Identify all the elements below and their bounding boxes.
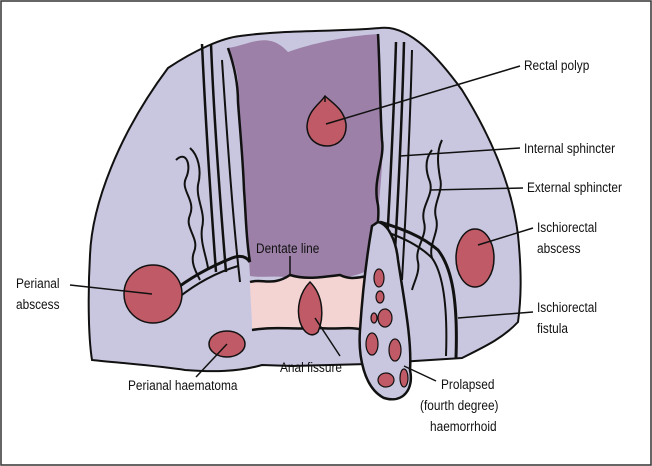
leader-perianal-haematoma (195, 343, 228, 378)
leader-ischiorectal-abscess (477, 227, 534, 246)
label-prolapsed-3: haemorrhoid (430, 418, 497, 434)
ischiorectal-fistula-track (379, 220, 458, 359)
label-prolapsed-1: Prolapsed (441, 376, 494, 392)
leader-external-sphincter (429, 187, 524, 191)
leader-perianal-abscess (69, 284, 153, 295)
leader-lines (69, 65, 534, 382)
label-ischiorectal-fistula-2: fistula (537, 320, 569, 336)
label-dentate-line: Dentate line (256, 240, 319, 256)
left-fistula-line-2 (177, 265, 239, 299)
label-perianal-haematoma: Perianal haematoma (128, 377, 238, 393)
left-external-sphincter (175, 155, 201, 281)
leader-anal-fissure (314, 317, 341, 357)
right-external-sphincter-2 (430, 139, 443, 259)
left-internal-sphincter (200, 43, 218, 273)
left-internal-sphincter-inner (209, 43, 228, 273)
label-ischiorectal-fistula-1: Ischiorectal (537, 299, 597, 315)
label-external-sphincter: External sphincter (527, 179, 623, 195)
left-external-sphincter-2 (189, 147, 209, 269)
leader-internal-sphincter (399, 147, 521, 157)
lumen-left-wall (226, 47, 252, 263)
perianal-abscess (123, 264, 183, 324)
label-perianal-abscess-2: abscess (16, 296, 60, 312)
left-sphincter-band (221, 59, 241, 283)
leader-ischiorectal-fistula (457, 311, 534, 319)
ischiorectal-fistula-track-2 (385, 231, 448, 357)
right-sphincter-band (401, 49, 413, 281)
haemorrhoid-vessels (365, 268, 409, 388)
label-perianal-abscess-1: Perianal (16, 275, 60, 291)
right-external-sphincter (411, 149, 433, 291)
leader-prolapsed-haemorrhoid (403, 365, 437, 382)
label-anal-fissure: Anal fissure (280, 359, 342, 375)
dentate-line (249, 273, 371, 284)
label-prolapsed-2: (fourth degree) (420, 397, 499, 413)
left-fistula-line (171, 254, 252, 294)
label-ischiorectal-abscess-2: abscess (537, 240, 581, 256)
label-rectal-polyp: Rectal polyp (524, 57, 589, 73)
label-internal-sphincter: Internal sphincter (524, 140, 616, 156)
rectal-polyp (306, 94, 347, 147)
ischiorectal-abscess (455, 228, 495, 288)
label-ischiorectal-abscess-1: Ischiorectal (537, 219, 597, 235)
leader-rectal-polyp (325, 65, 521, 125)
anal-fissure (297, 280, 323, 336)
rectal-lumen (228, 34, 382, 279)
